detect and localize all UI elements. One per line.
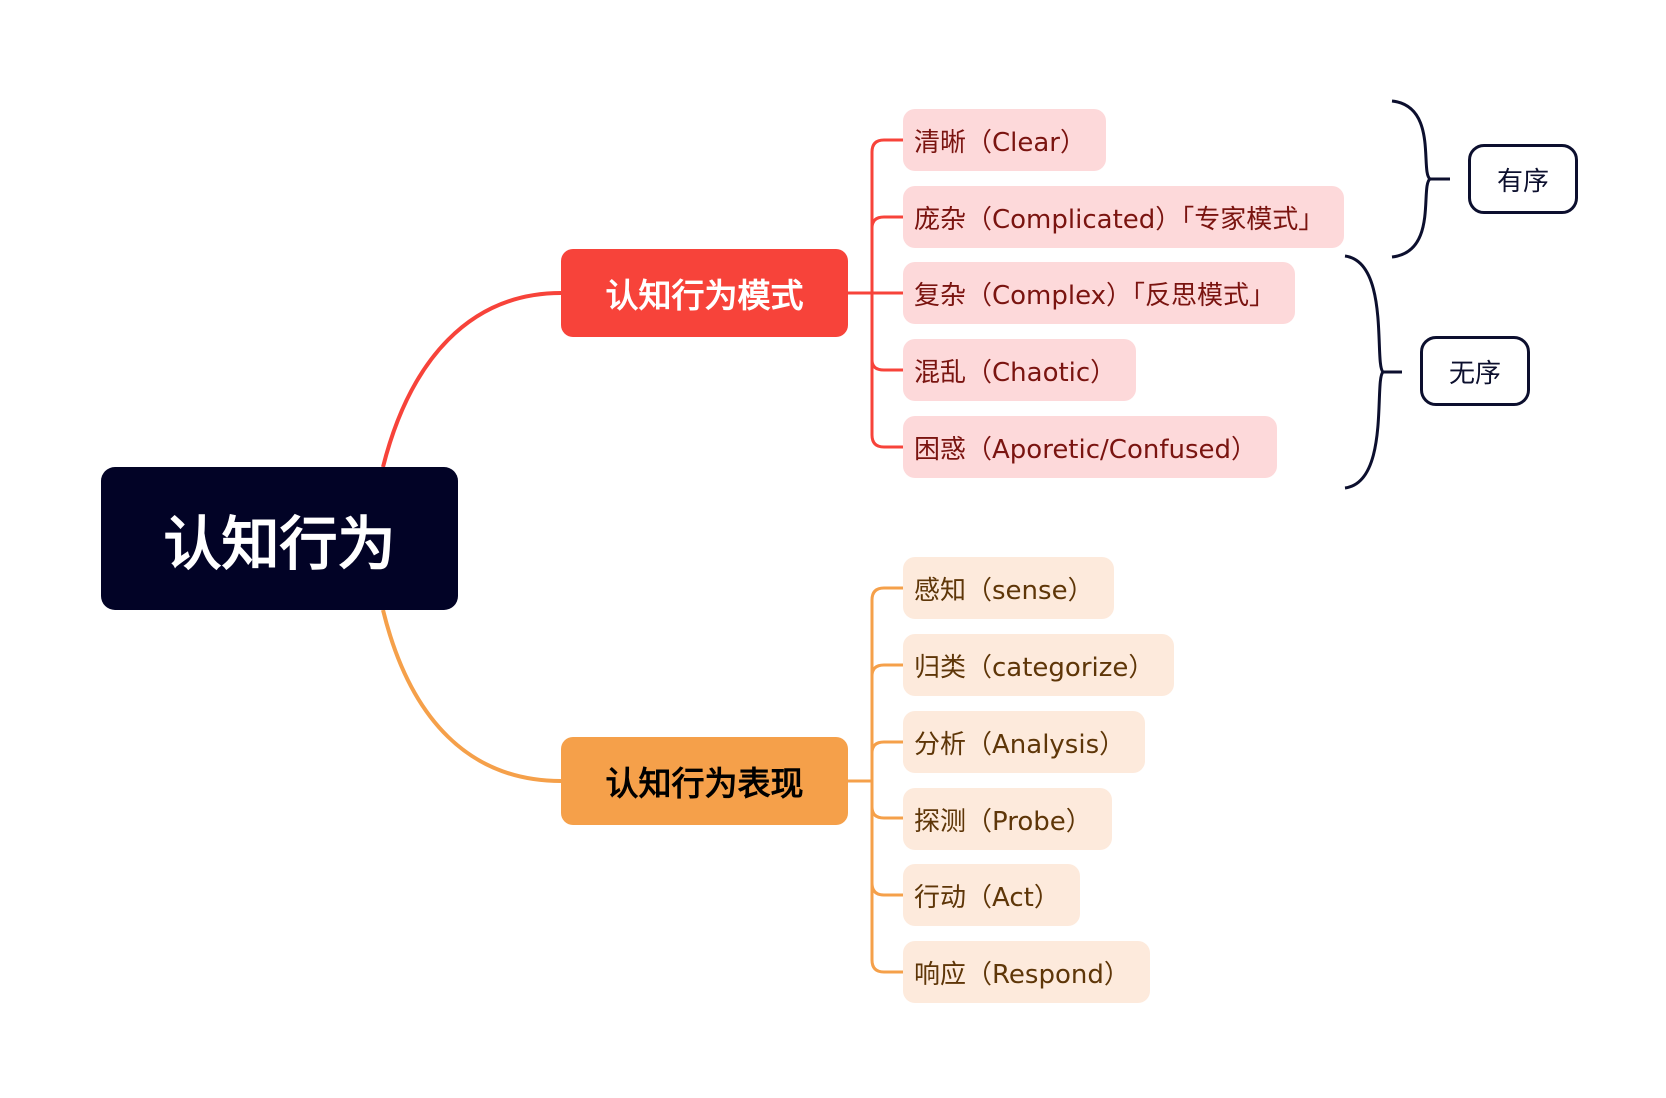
leaf-label: 归类（categorize）	[914, 652, 1155, 683]
branch-label-modes: 认知行为模式	[605, 276, 804, 315]
group-label-unordered: 无序	[1448, 358, 1501, 389]
leaf-label: 探测（Probe）	[914, 806, 1092, 837]
group-tag-unordered[interactable]: 无序	[1420, 336, 1530, 406]
leaf-label: 分析（Analysis）	[914, 729, 1126, 760]
leaf-node-probe[interactable]: 探测（Probe）	[903, 788, 1112, 850]
root-to-modes-connector	[381, 291, 562, 468]
leaf-label: 复杂（Complex）「反思模式」	[914, 280, 1276, 311]
leaf-node-clear[interactable]: 清晰（Clear）	[903, 109, 1106, 171]
leaf-node-chaotic[interactable]: 混乱（Chaotic）	[903, 339, 1137, 401]
root-node[interactable]: 认知行为	[101, 467, 458, 610]
leaf-label: 庞杂（Complicated）「专家模式」	[914, 204, 1325, 235]
leaf-label: 困惑（Aporetic/Confused）	[914, 434, 1258, 465]
leaf-node-complicated[interactable]: 庞杂（Complicated）「专家模式」	[903, 186, 1345, 248]
root-label: 认知行为	[163, 509, 396, 578]
leaf-label: 清晰（Clear）	[914, 127, 1086, 158]
leaf-label: 感知（sense）	[914, 575, 1094, 606]
leaf-label: 混乱（Chaotic）	[914, 357, 1117, 388]
leaf-node-respond[interactable]: 响应（Respond）	[903, 941, 1150, 1003]
branch-node-modes[interactable]: 认知行为模式	[561, 249, 848, 337]
group-label-ordered: 有序	[1496, 166, 1549, 197]
leaf-node-act[interactable]: 行动（Act）	[903, 864, 1080, 926]
leaf-node-sense[interactable]: 感知（sense）	[903, 557, 1114, 619]
group-tag-ordered[interactable]: 有序	[1468, 144, 1578, 214]
branch-label-behaviors: 认知行为表现	[605, 764, 804, 803]
ordered-brace	[1391, 99, 1433, 259]
leaf-label: 行动（Act）	[914, 882, 1060, 913]
root-to-behaviors-connector	[381, 609, 562, 783]
unordered-brace	[1344, 254, 1386, 490]
modes-connectors	[848, 138, 903, 449]
leaf-node-analysis[interactable]: 分析（Analysis）	[903, 711, 1146, 773]
behaviors-connectors	[848, 586, 903, 974]
leaf-label: 响应（Respond）	[914, 959, 1130, 990]
branch-node-behaviors[interactable]: 认知行为表现	[561, 737, 848, 825]
leaf-node-complex[interactable]: 复杂（Complex）「反思模式」	[903, 262, 1296, 324]
leaf-node-aporetic[interactable]: 困惑（Aporetic/Confused）	[903, 416, 1278, 478]
leaf-node-categorize[interactable]: 归类（categorize）	[903, 634, 1175, 696]
